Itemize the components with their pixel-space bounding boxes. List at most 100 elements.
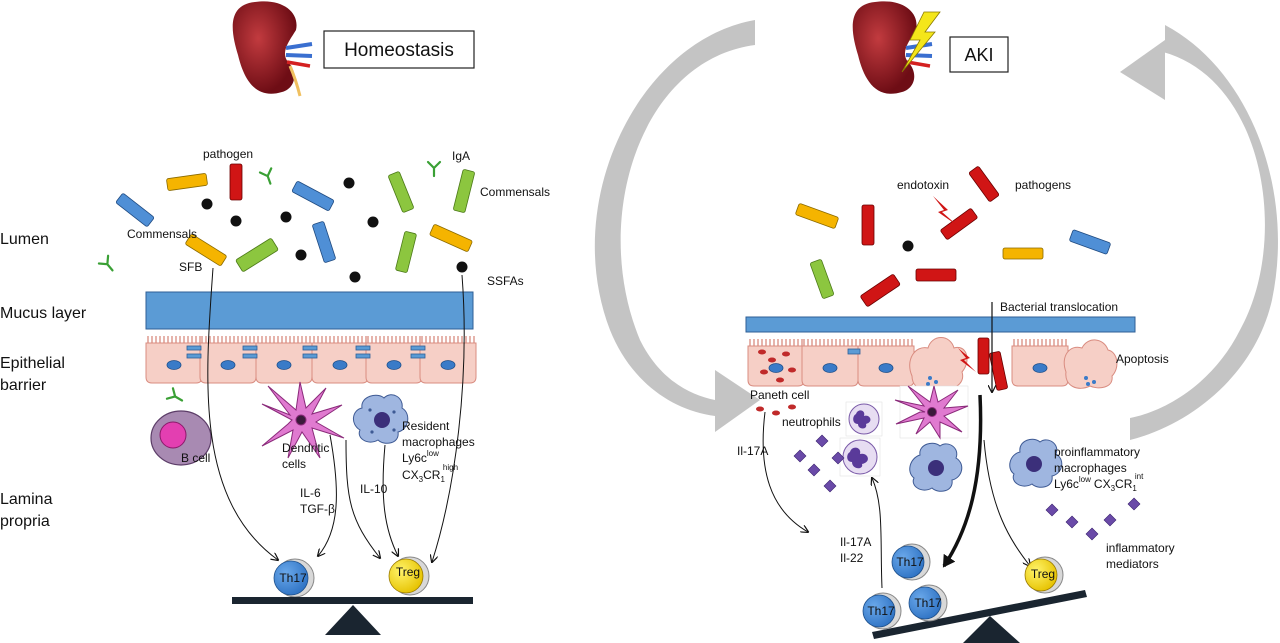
arrow-macrophage-th17 <box>942 394 983 568</box>
b-cell <box>150 387 212 466</box>
bacterium <box>915 268 957 282</box>
label-macrophages: macrophages <box>402 435 475 449</box>
dendritic-cell <box>261 381 345 459</box>
arrow-paneth <box>762 411 808 532</box>
mediator-diamonds-right <box>1045 497 1141 541</box>
homeostasis-lumen-bacteria <box>97 160 475 283</box>
bacterium <box>453 169 475 213</box>
layer-lamina-label: Lamina <box>0 491 53 508</box>
th17-label-aki-b: Th17 <box>867 604 895 618</box>
bacterium <box>291 181 335 211</box>
bacterium <box>185 234 227 266</box>
arrow-dc-th17 <box>318 434 337 556</box>
bacterium <box>388 171 414 213</box>
endotoxin-icon <box>933 196 958 226</box>
label-inflammatory: inflammatory <box>1106 541 1175 555</box>
balance-fulcrum-aki <box>963 616 1020 643</box>
bacterium <box>229 163 243 201</box>
label-tgfb: TGF-β <box>300 502 335 516</box>
aki-macrophage-right <box>1009 438 1063 488</box>
treg-label-aki: Treg <box>1031 567 1055 581</box>
bacterium <box>968 166 1000 202</box>
label-ly6c-homeo: Ly6clow <box>402 449 439 465</box>
epithelium-homeostasis <box>145 335 477 384</box>
bacterium <box>166 173 208 191</box>
bacterium <box>861 204 875 246</box>
label-pathogen: pathogen <box>203 147 253 161</box>
label-pathogens: pathogens <box>1015 178 1071 192</box>
treg-label-homeo: Treg <box>396 565 420 579</box>
label-mediators: mediators <box>1106 557 1159 571</box>
homeostasis-signal-arrows <box>207 267 465 562</box>
antibody-icon <box>165 387 187 407</box>
label-cells: cells <box>282 457 306 471</box>
apoptotic-cell <box>1063 339 1118 389</box>
layer-barrier-label: barrier <box>0 377 47 394</box>
epithelium-aki <box>747 337 1118 392</box>
bacterium <box>429 224 473 252</box>
label-il17a-top: Il-17A <box>737 444 768 458</box>
homeostasis-balance: Th17 Treg <box>232 556 473 635</box>
label-proinflammatory: proinflammatory <box>1054 445 1140 459</box>
balance-beam-aki <box>872 590 1087 639</box>
homeostasis-title-box: Homeostasis <box>323 30 475 69</box>
label-ssfas: SSFAs <box>487 274 524 288</box>
kidney-homeostasis-icon <box>232 1 313 97</box>
mucus-layer-homeostasis <box>145 291 474 330</box>
bacterium <box>810 259 834 299</box>
label-cx3cr1-homeo: CX3CR1high <box>402 463 458 484</box>
aki-signal-arrows <box>762 394 1030 589</box>
bacterium <box>235 238 279 272</box>
aki-title-box: AKI <box>949 36 1009 73</box>
antibody-icon <box>97 254 119 276</box>
kidney-aki-icon <box>852 1 941 94</box>
aki-title: AKI <box>964 45 993 65</box>
layer-propria-label: propria <box>0 513 50 530</box>
cycle-arrow-right <box>1120 25 1278 440</box>
label-il10: IL-10 <box>360 482 388 496</box>
bacterium <box>115 193 155 227</box>
layer-mucus-label: Mucus layer <box>0 305 87 322</box>
label-il17a-bottom: Il-17A <box>840 535 871 549</box>
layer-epithelial-label: Epithelial <box>0 355 65 372</box>
arrow-macrophage-treg <box>983 439 1030 566</box>
aki-macrophage-center <box>909 442 963 492</box>
bacterium <box>1069 229 1111 255</box>
label-translocation: Bacterial translocation <box>1000 300 1118 314</box>
antibody-icon <box>426 160 442 178</box>
arrow-th17-neutrophils <box>872 478 883 589</box>
label-aki-macrophages: macrophages <box>1054 461 1127 475</box>
label-sfb: SFB <box>179 260 202 274</box>
arrow-dc-treg <box>345 439 380 558</box>
apoptotic-cell <box>909 337 968 392</box>
mucus-layer-aki <box>745 316 1136 333</box>
balance-fulcrum <box>325 605 381 635</box>
aki-lumen-bacteria <box>795 166 1111 307</box>
label-resident: Resident <box>402 419 450 433</box>
label-dendritic: Dendritic <box>282 441 329 455</box>
label-endotoxin: endotoxin <box>897 178 949 192</box>
th17-label-homeo: Th17 <box>279 571 307 585</box>
layer-lumen-label: Lumen <box>0 231 49 248</box>
th17-label-aki-a: Th17 <box>896 555 924 569</box>
paneth-granules <box>756 404 796 416</box>
treg-cell-homeo <box>388 558 424 594</box>
bacterium <box>795 203 839 229</box>
antibody-icon <box>258 167 278 187</box>
bacterium <box>860 274 901 307</box>
aki-dendritic-cell <box>894 385 969 440</box>
label-commensals-right: Commensals <box>480 185 550 199</box>
cycle-arrow-left <box>594 20 760 432</box>
label-il6: IL-6 <box>300 486 321 500</box>
resident-macrophage <box>353 394 409 444</box>
bacterium <box>395 231 417 273</box>
label-apoptosis: Apoptosis <box>1116 352 1169 366</box>
arrow-mac-treg <box>382 444 398 556</box>
bacterium <box>940 208 978 240</box>
label-b-cell: B cell <box>181 451 210 465</box>
lightning-icon <box>901 11 941 73</box>
bacterium <box>1002 247 1044 260</box>
label-iga: IgA <box>452 149 470 163</box>
